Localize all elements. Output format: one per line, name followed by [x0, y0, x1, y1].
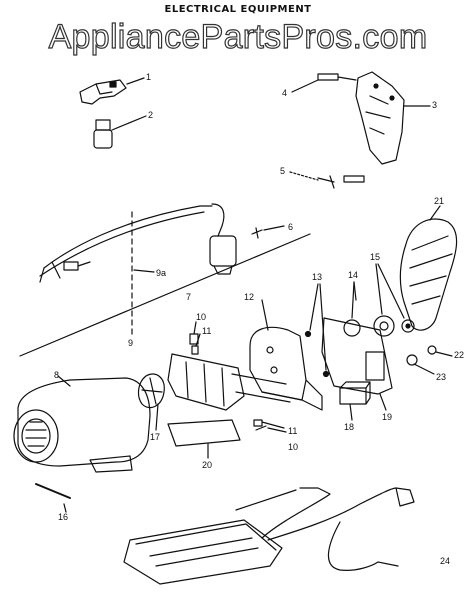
callout-17: 17: [150, 432, 161, 442]
callout-21: 21: [434, 196, 445, 206]
callout-4: 4: [282, 88, 288, 98]
callout-19: 19: [382, 412, 393, 422]
part-13-screws: [304, 283, 330, 378]
callout-3: 3: [432, 100, 438, 110]
callout-6: 6: [288, 222, 294, 232]
part-10-brush-cap: [189, 321, 287, 433]
callout-22: 22: [454, 350, 465, 360]
part-24-foot-control: [123, 487, 415, 585]
part-2-capacitor: [93, 115, 147, 149]
part-8-motor-cover: [13, 375, 151, 473]
callout-8: 8: [54, 370, 60, 380]
page-title: ELECTRICAL EQUIPMENT: [164, 4, 312, 15]
callout-7: 7: [186, 292, 192, 302]
part-19-bracket: [321, 317, 393, 411]
callout-11-lower: 11: [288, 426, 298, 436]
part-22-nut: [427, 345, 453, 357]
callout-2: 2: [148, 110, 154, 120]
part-7-mounting-rod: [19, 233, 311, 357]
callout-9: 9: [128, 338, 134, 348]
callout-10-lower: 10: [288, 442, 299, 452]
part-17-armature: [137, 353, 291, 431]
callout-23: 23: [436, 372, 447, 382]
callout-10-upper: 10: [196, 312, 207, 322]
part-6-screw: [251, 225, 285, 239]
callout-1: 1: [146, 72, 152, 82]
part-16-rod: [35, 483, 71, 513]
callout-9a: 9a: [156, 268, 167, 278]
watermark: AppliancePartsPros.com: [48, 17, 428, 56]
part-3-control-plate: [355, 71, 431, 165]
part-9-wiring-harness: [39, 203, 237, 337]
part-4-connector: [291, 73, 357, 93]
callout-16: 16: [58, 512, 69, 522]
callout-14: 14: [348, 270, 359, 280]
callout-11-upper: 11: [202, 326, 212, 336]
callout-13: 13: [312, 272, 323, 282]
part-20-insulator-pad: [167, 419, 241, 459]
callout-5: 5: [280, 166, 286, 176]
callout-24: 24: [440, 556, 451, 566]
part-23-washer: [406, 354, 435, 375]
part-14-gear: [343, 281, 361, 337]
part-5-screw: [289, 171, 365, 189]
part-21-belt-cover: [399, 205, 458, 331]
part-1-switch-bracket: [79, 77, 145, 105]
part-18-switch: [339, 381, 371, 421]
callout-12: 12: [244, 292, 255, 302]
part-12-motor-housing: [249, 299, 323, 411]
callout-18: 18: [344, 422, 355, 432]
part-15-gear: [373, 263, 415, 337]
callout-20: 20: [202, 460, 213, 470]
part-11-brush: [191, 333, 285, 429]
callout-15: 15: [370, 252, 381, 262]
